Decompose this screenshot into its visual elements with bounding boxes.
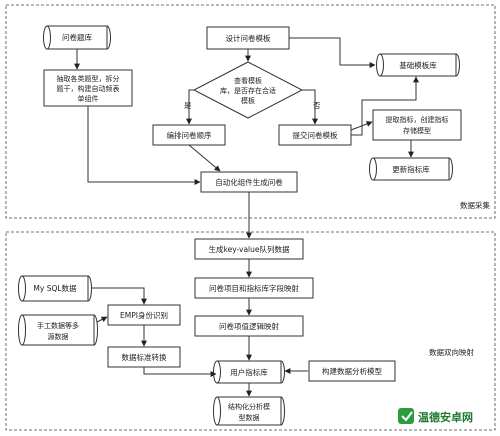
section-label-mapping: 数据双向映射 [429,347,474,357]
svg-text:My SQL数据: My SQL数据 [33,283,77,293]
svg-text:题干，构建自动频表: 题干，构建自动频表 [57,84,120,93]
yes-label: 是 [184,101,192,110]
submit-template-node: 提交问卷模板 [278,124,352,146]
svg-text:自动化组件生成问卷: 自动化组件生成问卷 [215,177,283,187]
connector [186,89,194,125]
svg-text:手工数据等多: 手工数据等多 [37,321,79,330]
svg-text:编排问卷顺序: 编排问卷顺序 [167,130,212,140]
connector [289,37,376,68]
svg-text:更新指标库: 更新指标库 [392,164,430,174]
update-indicator-library-node: 更新指标库 [369,157,453,181]
svg-text:EMPI身份识别: EMPI身份识别 [120,310,168,320]
svg-text:型数据: 型数据 [239,413,260,422]
connector [350,121,373,131]
svg-text:用户指标库: 用户指标库 [230,367,268,377]
auto-generate-node: 自动化组件生成问卷 [200,171,298,193]
connector [143,367,217,377]
connector [302,89,318,125]
data-mapping-section [5,231,496,431]
svg-text:提交问卷模板: 提交问卷模板 [293,130,338,140]
svg-text:构建数据分析模型: 构建数据分析模型 [322,366,382,376]
svg-text:单组件: 单组件 [78,94,99,103]
svg-text:源数据: 源数据 [48,332,69,341]
build-model-node: 构建数据分析模型 [308,360,396,382]
user-indicator-library-node: 用户指标库 [213,360,285,384]
data-collection-section [5,4,496,219]
connector [91,287,147,305]
svg-text:查看模板: 查看模板 [234,76,262,85]
connector [188,144,221,172]
extract-components-node: 抽取各类题型，拆分 题干，构建自动频表 单组件 [43,69,133,107]
questionnaire-bank-label: 问卷题库 [62,32,92,42]
connector [96,316,108,323]
svg-text:结构化分析模: 结构化分析模 [228,402,270,411]
base-template-library-node: 基础模板库 [376,53,460,77]
design-template-node: 设计问卷模板 [206,26,290,50]
svg-text:问卷项目和指标库字段映射: 问卷项目和指标库字段映射 [209,283,299,293]
empi-node: EMPI身份识别 [107,304,181,326]
kv-queue-node: 生成key-value队列数据 [194,238,304,260]
svg-text:库，是否存在合适: 库，是否存在合适 [220,86,276,95]
connector [351,76,419,136]
questionnaire-bank-node: 问卷题库 [43,25,111,50]
manual-data-node: 手工数据等多 源数据 [18,314,98,346]
connector [87,106,201,185]
mysql-data-node: My SQL数据 [18,275,92,302]
structured-model-data-node: 结构化分析模 型数据 [213,396,285,426]
svg-text:设计问卷模板: 设计问卷模板 [226,33,271,43]
arrange-order-node: 编排问卷顺序 [152,124,226,146]
logic-mapping-node: 问卷项值逻辑映射 [194,315,304,337]
extract-indicators-node: 提取指标，创建指标 存储模型 [372,109,462,141]
svg-text:模板: 模板 [241,96,255,105]
template-decision-node: 查看模板 库，是否存在合适 模板 [192,61,304,119]
svg-text:抽取各类题型，拆分: 抽取各类题型，拆分 [57,74,120,83]
section-label-collection: 数据采集 [460,200,490,210]
svg-text:数据标准转换: 数据标准转换 [122,352,167,362]
no-label: 否 [313,101,321,110]
svg-text:问卷项值逻辑映射: 问卷项值逻辑映射 [219,321,279,331]
svg-text:生成key-value队列数据: 生成key-value队列数据 [209,244,290,254]
watermark-logo: 温德安卓网 [398,408,473,424]
svg-text:提取指标，创建指标: 提取指标，创建指标 [386,115,449,124]
data-standardize-node: 数据标准转换 [107,346,181,368]
svg-text:存储模型: 存储模型 [403,126,431,135]
field-mapping-node: 问卷项目和指标库字段映射 [194,277,314,299]
watermark-text: 温德安卓网 [418,410,473,424]
svg-text:基础模板库: 基础模板库 [399,60,437,70]
